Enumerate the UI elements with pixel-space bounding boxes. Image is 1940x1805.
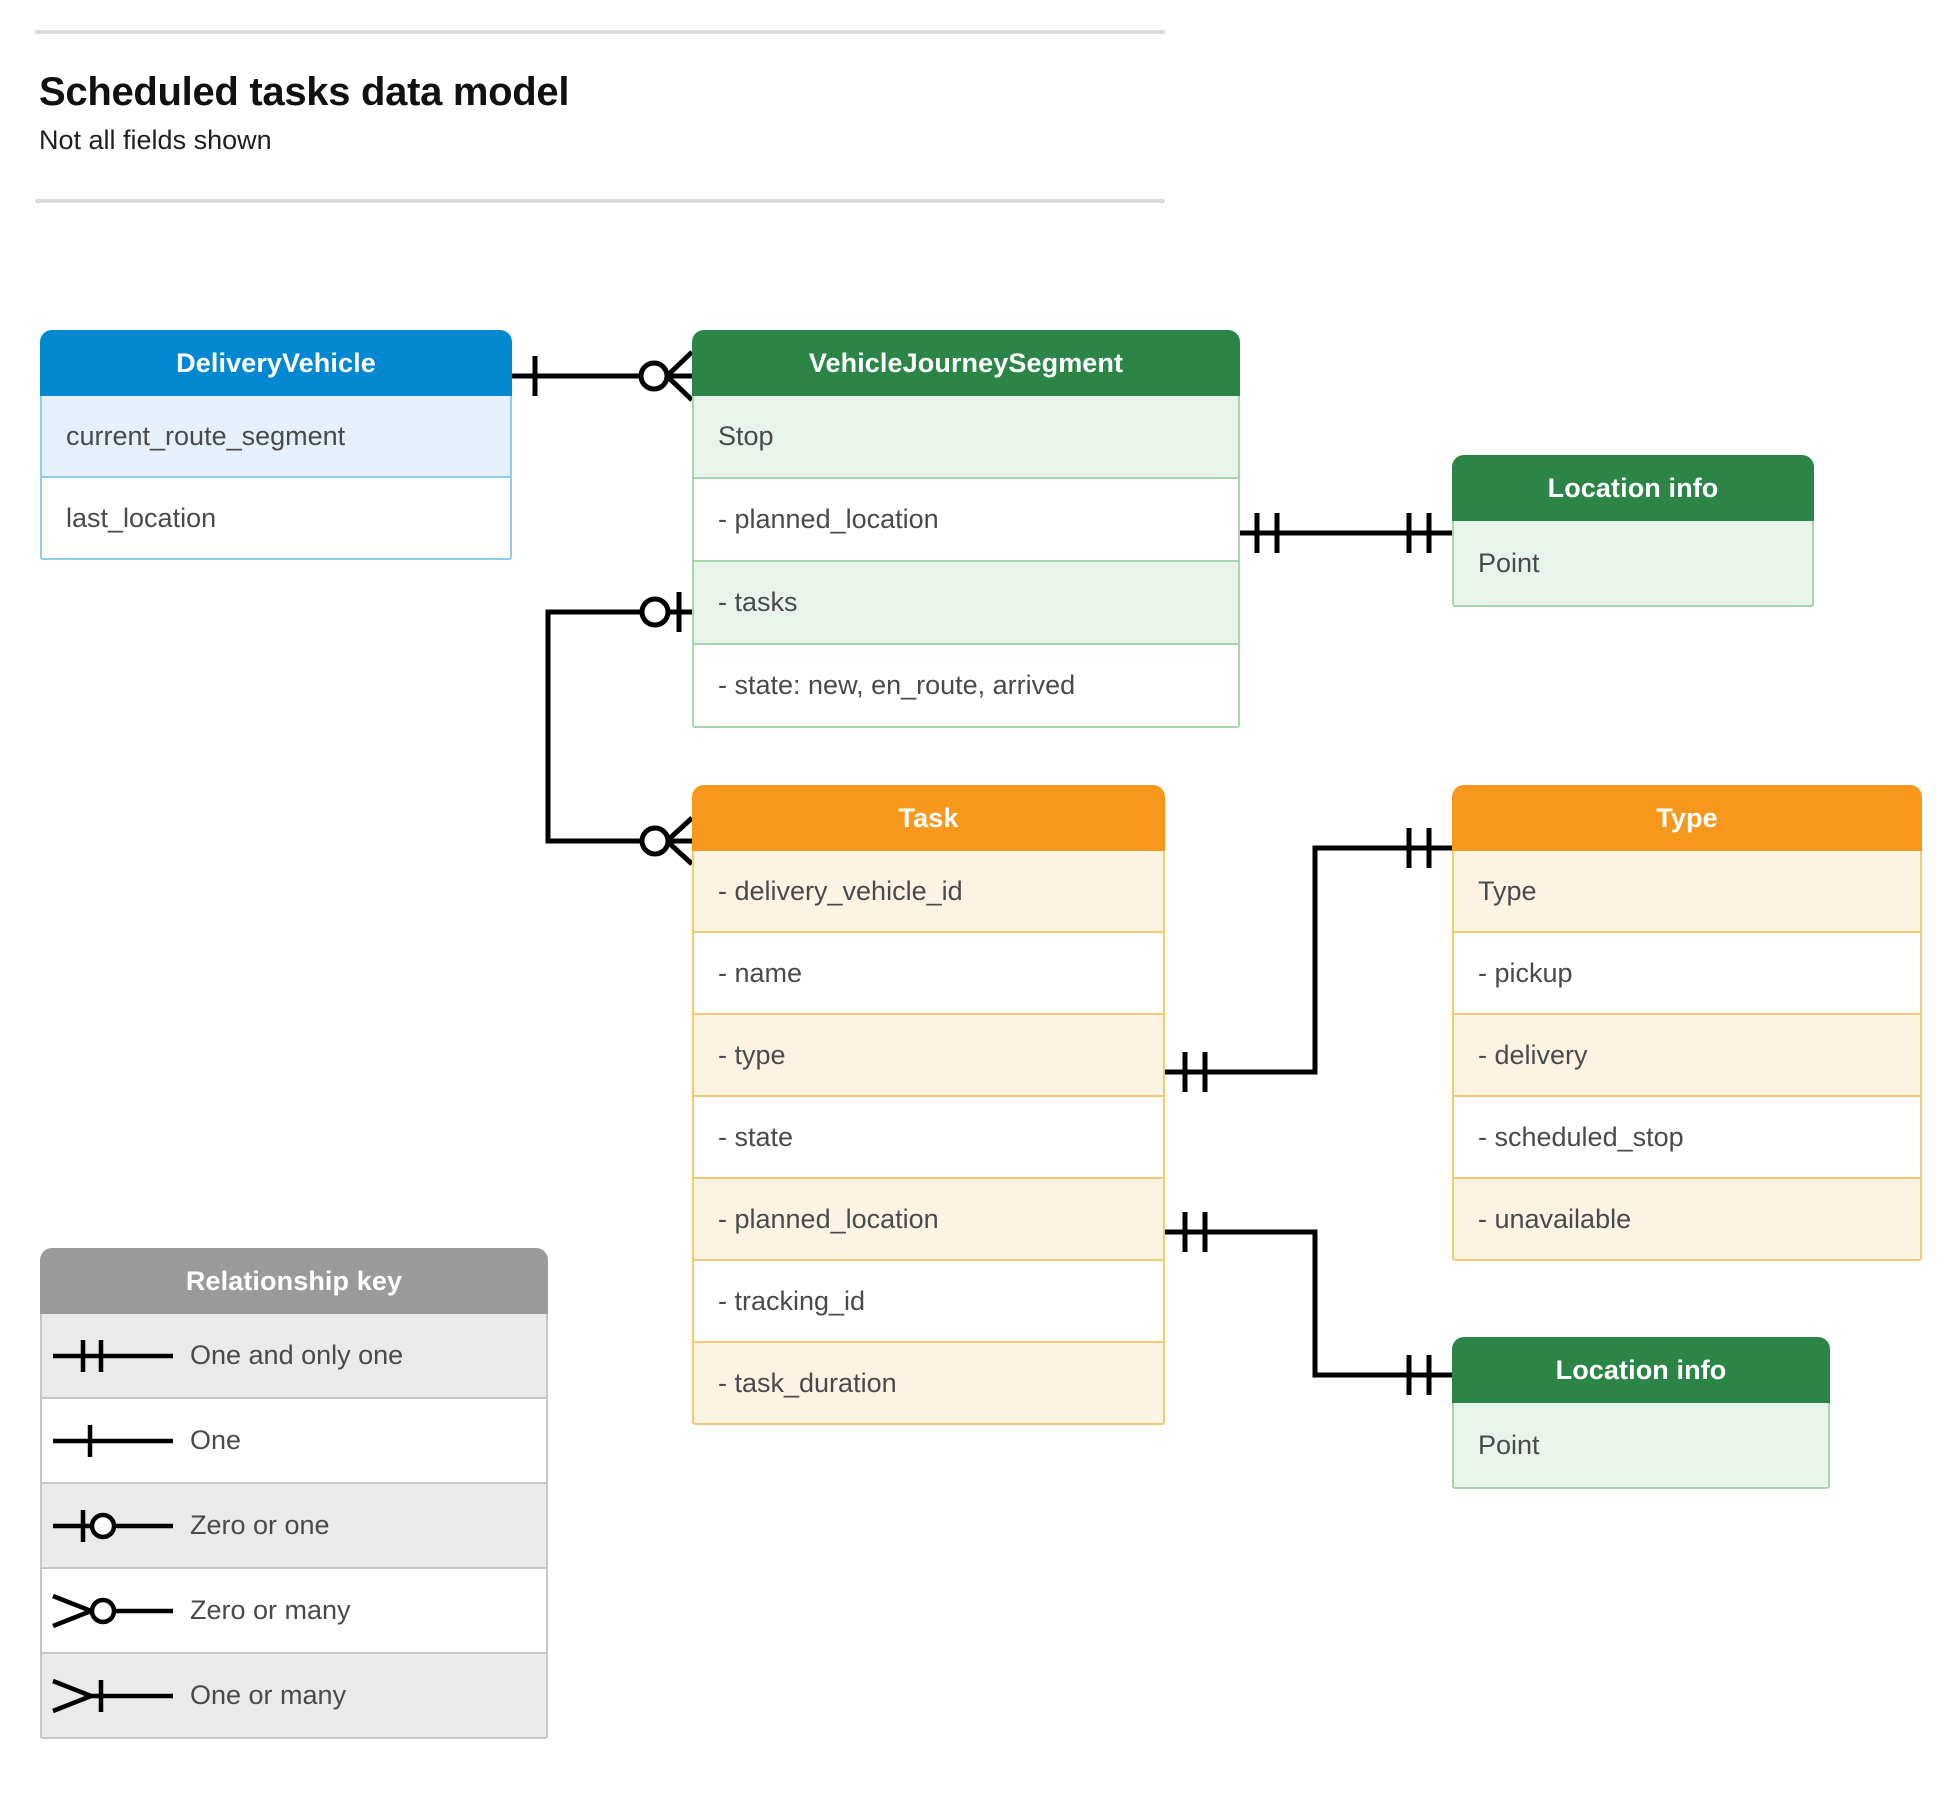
entity-row: - name [692,933,1165,1015]
entity-delivery-vehicle[interactable]: DeliveryVehicle current_route_segment la… [40,330,512,560]
entity-row: Point [1452,521,1814,607]
entity-row: last_location [40,478,512,560]
entity-header-delivery-vehicle: DeliveryVehicle [40,330,512,396]
entity-row: - state: new, en_route, arrived [692,645,1240,728]
entity-row: - pickup [1452,933,1922,1015]
entity-row: - type [692,1015,1165,1097]
entity-row: - task_duration [692,1343,1165,1425]
zero-or-many-icon [42,1588,182,1634]
legend-label: One and only one [190,1340,404,1370]
legend-label: Zero or one [190,1510,330,1540]
entity-row: Type [1452,851,1922,933]
wire-task-locationinfo-bottom [1165,1229,1452,1378]
page-title: Scheduled tasks data model [39,70,570,114]
wire-vjs-tasks-task [545,609,692,844]
legend-item-one-or-many: One or many [40,1654,548,1739]
entity-row: current_route_segment [40,396,512,478]
entity-header-vehicle-journey-segment: VehicleJourneySegment [692,330,1240,396]
legend-header: Relationship key [40,1248,548,1314]
entity-type[interactable]: Type Type - pickup - delivery - schedule… [1452,785,1922,1261]
entity-row: Point [1452,1403,1830,1489]
document-header: Scheduled tasks data model Not all field… [35,30,1165,156]
entity-row: - planned_location [692,479,1240,562]
entity-row: - tracking_id [692,1261,1165,1343]
entity-row: - scheduled_stop [1452,1097,1922,1179]
page-subtitle: Not all fields shown [39,125,272,155]
legend-label: One [190,1425,242,1455]
entity-row: - planned_location [692,1179,1165,1261]
entity-location-info-top[interactable]: Location info Point [1452,455,1814,607]
entity-task[interactable]: Task - delivery_vehicle_id - name - type… [692,785,1165,1425]
entity-row: - delivery_vehicle_id [692,851,1165,933]
entity-row: Stop [692,396,1240,479]
entity-header-task: Task [692,785,1165,851]
marker-zero-circle [638,360,670,392]
entity-header-location-info-bottom: Location info [1452,1337,1830,1403]
marker-zero-circle-tasks [639,596,671,628]
entity-row: - state [692,1097,1165,1179]
header-top-rule [35,30,1165,34]
one-or-many-icon [42,1673,182,1719]
entity-header-type: Type [1452,785,1922,851]
entity-row: - tasks [692,562,1240,645]
legend-item-one: One [40,1399,548,1484]
zero-or-one-icon [42,1503,182,1549]
entity-row: - unavailable [1452,1179,1922,1261]
entity-header-location-info-top: Location info [1452,455,1814,521]
wire-task-type [1165,845,1452,1075]
marker-zero-circle-task [639,825,671,857]
entity-row: - delivery [1452,1015,1922,1097]
relationship-key-legend[interactable]: Relationship key One and only one One [40,1248,548,1739]
one-icon [42,1418,182,1464]
legend-label: Zero or many [190,1595,351,1625]
entity-location-info-bottom[interactable]: Location info Point [1452,1337,1830,1489]
legend-item-one-and-only-one: One and only one [40,1314,548,1399]
legend-label: One or many [190,1680,347,1710]
one-and-only-one-icon [42,1333,182,1379]
legend-item-zero-or-many: Zero or many [40,1569,548,1654]
entity-vehicle-journey-segment[interactable]: VehicleJourneySegment Stop - planned_loc… [692,330,1240,728]
header-bottom-rule [35,199,1165,203]
legend-item-zero-or-one: Zero or one [40,1484,548,1569]
